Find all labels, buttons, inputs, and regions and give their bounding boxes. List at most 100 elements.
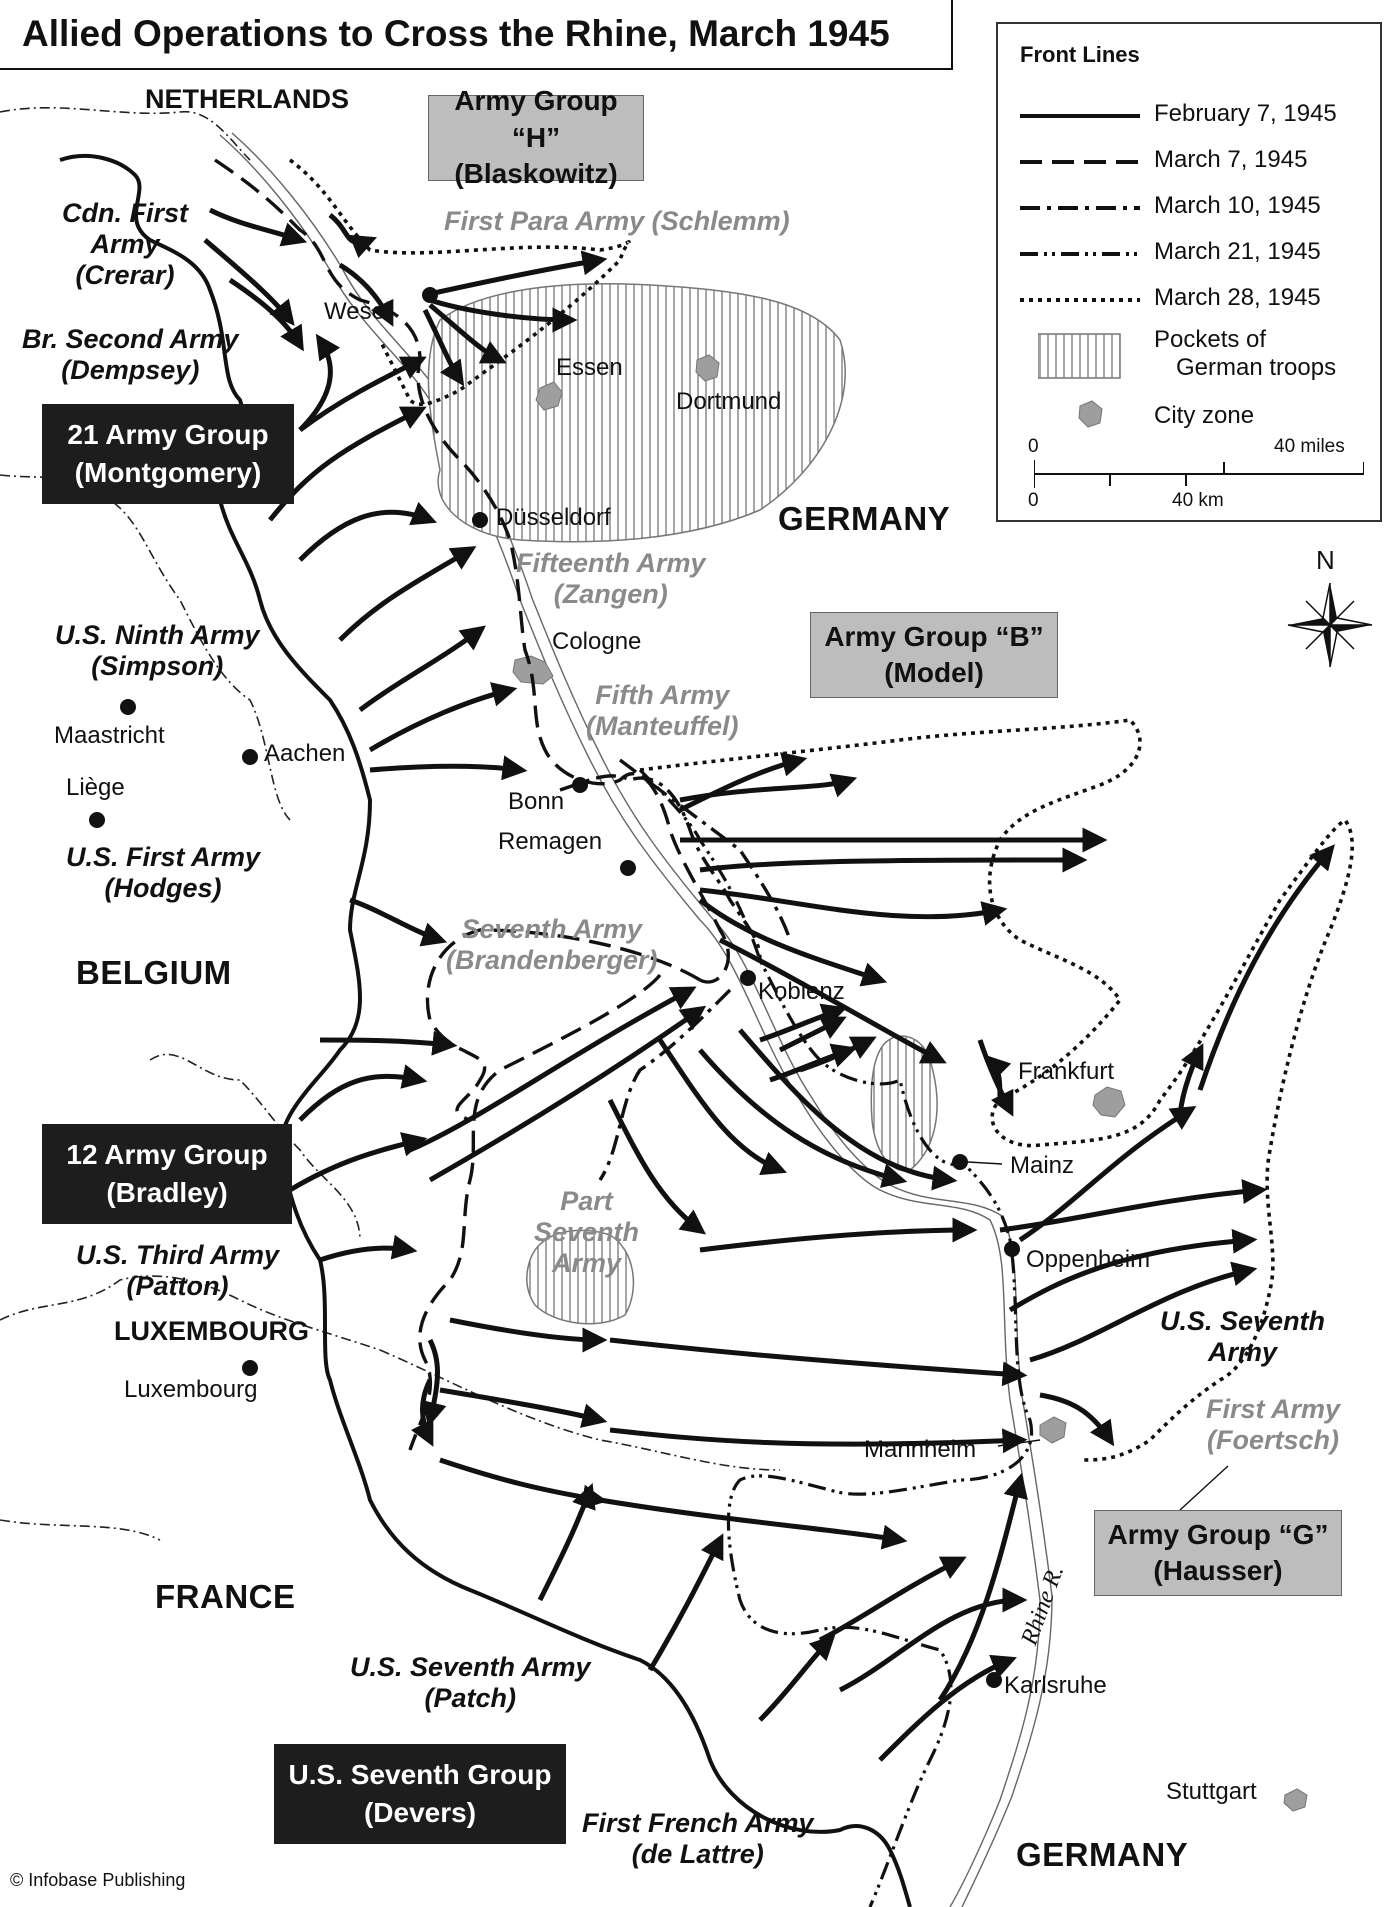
- army-group-b-name: Army Group “B”: [824, 620, 1044, 652]
- german-label-part-seventh-line2: Seventh: [534, 1217, 640, 1248]
- leader-lines: [967, 1161, 1229, 1511]
- city-label-cologne: Cologne: [552, 628, 642, 655]
- army-label-first-french: First French Army (de Lattre): [582, 1808, 814, 1870]
- scale-bar-icon: [1034, 460, 1364, 488]
- german-label-fifteenth: Fifteenth Army (Zangen): [516, 548, 706, 610]
- solid-line-icon: [1020, 114, 1140, 118]
- city-label-koblenz: Koblenz: [758, 978, 845, 1005]
- city-label-liege: Liège: [66, 774, 125, 801]
- dashed-line-icon: [1020, 160, 1140, 164]
- german-label-fifth: Fifth Army (Manteuffel): [586, 680, 739, 742]
- mannheim-zone: [1039, 1416, 1067, 1444]
- army-group-12-commander: (Bradley): [106, 1177, 228, 1208]
- army-group-21-name: 21 Army Group: [67, 419, 269, 451]
- dash-dot-line-icon: [1020, 206, 1140, 210]
- legend-label-mar10: March 10, 1945: [1154, 192, 1321, 219]
- army-label-us-first: U.S. First Army (Hodges): [66, 842, 260, 904]
- copyright-notice: © Infobase Publishing: [10, 1870, 186, 1890]
- country-germany-north: GERMANY: [778, 500, 951, 537]
- army-label-cdn-first: Cdn. First Army (Crerar): [62, 198, 188, 291]
- frankfurt-zone: [1092, 1086, 1126, 1118]
- german-label-part-seventh-line1: Part: [560, 1186, 613, 1216]
- scale-bar: 0 40 miles 0 40 km: [1028, 436, 1364, 514]
- scale-km-start: 0: [1028, 490, 1039, 511]
- dotted-line-icon: [1020, 298, 1140, 302]
- city-label-remagen: Remagen: [498, 828, 603, 855]
- army-label-br-second-line2: (Dempsey): [61, 355, 200, 386]
- legend-label-mar28: March 28, 1945: [1154, 284, 1321, 311]
- map-title: Allied Operations to Cross the Rhine, Ma…: [0, 0, 953, 70]
- compass-north-label: N: [1316, 545, 1335, 575]
- front-line-mar7: [214, 158, 730, 1451]
- city-label-mannheim: Mannheim: [864, 1436, 977, 1463]
- city-label-essen: Essen: [556, 354, 623, 381]
- army-group-21-box: 21 Army Group (Montgomery): [42, 404, 294, 504]
- country-belgium: BELGIUM: [76, 954, 232, 991]
- army-label-us-seventh-east: U.S. Seventh Army: [1160, 1306, 1325, 1368]
- legend-row-mar28: March 28, 1945: [998, 280, 1382, 320]
- german-label-fifteenth-line1: Fifteenth Army: [516, 548, 706, 578]
- saar-pocket: [525, 1229, 635, 1325]
- german-label-first-para: First Para Army (Schlemm): [444, 206, 790, 236]
- army-group-6-name: U.S. Seventh Group: [288, 1759, 552, 1791]
- army-group-g-commander: (Hausser): [1153, 1555, 1283, 1586]
- army-group-h-commander: (Blaskowitz): [454, 158, 618, 190]
- army-label-us-first-line1: U.S. First Army: [66, 842, 261, 872]
- city-label-dortmund: Dortmund: [676, 388, 782, 415]
- legend-row-mar7: March 7, 1945: [998, 142, 1382, 182]
- liege-dot: [89, 812, 105, 828]
- german-pockets: [427, 283, 938, 1325]
- army-group-6-box: U.S. Seventh Group (Devers): [274, 1744, 566, 1844]
- koblenz-pocket: [870, 1035, 938, 1172]
- scale-km-end: 40 km: [1172, 490, 1224, 511]
- army-label-first-french-line2: (de Lattre): [631, 1839, 764, 1870]
- legend-heading: Front Lines: [1020, 42, 1140, 67]
- german-label-first-army-line1: First Army: [1206, 1394, 1341, 1424]
- dortmund-zone: [695, 354, 720, 382]
- oppenheim-dot: [1004, 1241, 1020, 1257]
- country-france: FRANCE: [155, 1578, 296, 1615]
- legend-label-mar7: March 7, 1945: [1154, 146, 1308, 173]
- army-group-21-commander: (Montgomery): [74, 457, 262, 488]
- army-label-first-french-line1: First French Army: [582, 1808, 814, 1838]
- legend-label-mar21: March 21, 1945: [1154, 238, 1321, 265]
- city-label-aachen: Aachen: [264, 740, 346, 767]
- city-label-oppenheim: Oppenheim: [1026, 1246, 1151, 1273]
- german-label-first-army-line2: (Foertsch): [1207, 1425, 1340, 1456]
- ruhr-pocket: [427, 283, 846, 543]
- legend-label-pockets-2: German troops: [1176, 354, 1337, 381]
- german-label-part-seventh: Part Seventh Army: [534, 1186, 639, 1279]
- front-line-feb7: [59, 153, 912, 1907]
- city-label-karlsruhe: Karlsruhe: [1004, 1672, 1107, 1699]
- legend-label-feb7: February 7, 1945: [1154, 100, 1337, 127]
- army-label-us-third-line1: U.S. Third Army: [76, 1240, 280, 1270]
- pocket-swatch-icon: [1038, 333, 1121, 379]
- legend-label-pockets-1: Pockets of: [1154, 326, 1267, 353]
- army-label-br-second: Br. Second Army (Dempsey): [22, 324, 239, 386]
- army-label-us-third: U.S. Third Army (Patton): [76, 1240, 279, 1302]
- german-label-seventh-line1: Seventh Army: [461, 914, 643, 944]
- army-label-us-ninth: U.S. Ninth Army (Simpson): [55, 620, 260, 682]
- army-group-12-name: 12 Army Group: [66, 1139, 268, 1171]
- legend-row-mar21: March 21, 1945: [998, 234, 1382, 274]
- country-netherlands: NETHERLANDS: [145, 84, 350, 114]
- front-line-mar21: [638, 768, 1034, 1907]
- karlsruhe-dot: [986, 1672, 1002, 1688]
- army-label-us-seventh-patch-line1: U.S. Seventh Army: [350, 1652, 591, 1682]
- city-label-mainz: Mainz: [1010, 1152, 1075, 1179]
- army-label-cdn-first-line1: Cdn. First: [62, 198, 188, 228]
- country-luxembourg: LUXEMBOURG: [114, 1316, 309, 1346]
- city-zones: [512, 354, 1308, 1812]
- remagen-dot: [620, 860, 636, 876]
- bonn-dot: [572, 777, 588, 793]
- army-label-us-seventh-east-line2: Army: [1208, 1337, 1278, 1368]
- luxembourg-dot: [242, 1360, 258, 1376]
- army-label-cdn-first-line2: Army: [90, 229, 160, 260]
- german-label-first-army: First Army (Foertsch): [1206, 1394, 1340, 1456]
- legend-row-pockets: Pockets of German troops: [998, 320, 1382, 390]
- army-group-b-box: Army Group “B” (Model): [810, 612, 1058, 698]
- legend-row-city-zone: City zone: [998, 398, 1382, 438]
- compass-icon: [1287, 582, 1373, 668]
- wesel-dot: [422, 287, 438, 303]
